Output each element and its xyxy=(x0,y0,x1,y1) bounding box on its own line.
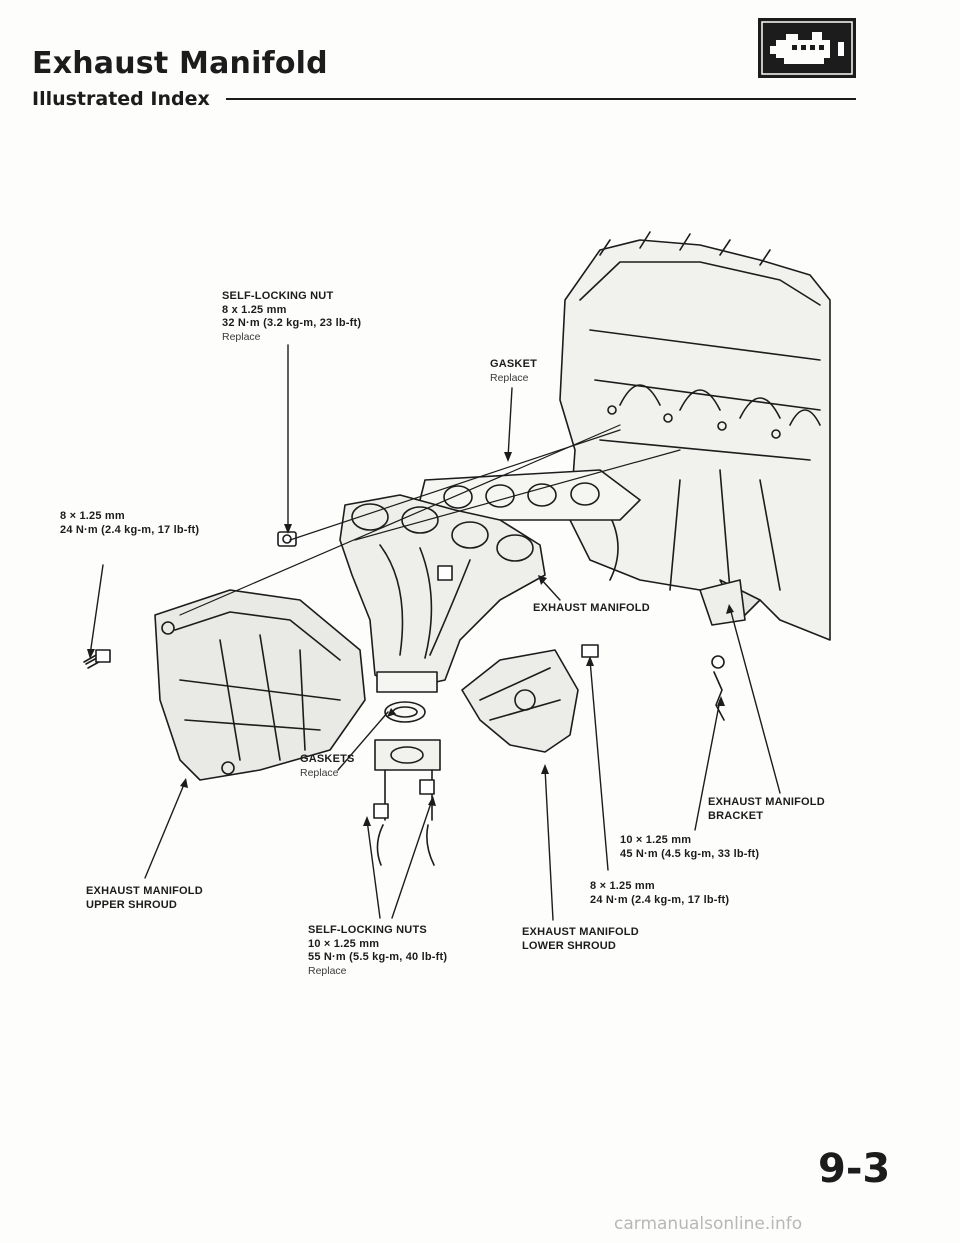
callout-line: Replace xyxy=(308,964,347,977)
page-title: Exhaust Manifold xyxy=(32,46,328,81)
centerline-guides xyxy=(179,424,681,616)
engine-icon xyxy=(758,18,856,78)
callout-line: 10 × 1.25 mm xyxy=(308,937,380,950)
lower-shroud xyxy=(461,649,579,753)
arrowheads xyxy=(87,452,734,826)
callout-line: BRACKET xyxy=(708,809,764,822)
callout-line: SELF-LOCKING NUT xyxy=(222,290,334,302)
callout-line: UPPER SHROUD xyxy=(86,898,178,911)
callout-line: 45 N·m (4.5 kg-m, 33 lb-ft) xyxy=(620,847,760,860)
exhaust-manifold-callout: EXHAUST MANIFOLD xyxy=(533,602,650,616)
lower-shroud-callout: EXHAUST MANIFOLD LOWER SHROUD xyxy=(522,926,639,953)
self-locking-nut-callout: SELF-LOCKING NUT 8 x 1.25 mm 32 N·m (3.2… xyxy=(222,290,361,344)
exhaust-flange-gaskets xyxy=(374,701,441,866)
callout-line: Replace xyxy=(222,330,261,343)
bolt-8mm-right-callout: 8 × 1.25 mm 24 N·m (2.4 kg-m, 17 lb-ft) xyxy=(590,880,729,907)
callout-line: 32 N·m (3.2 kg-m, 23 lb-ft) xyxy=(222,317,362,329)
page-subtitle: Illustrated Index xyxy=(32,88,210,110)
callout-line: LOWER SHROUD xyxy=(522,939,617,952)
watermark: carmanualsonline.info xyxy=(614,1214,803,1234)
gaskets-callout: GASKETS Replace xyxy=(300,753,355,780)
gasket-callout: GASKET Replace xyxy=(490,358,537,385)
callout-line: 8 x 1.25 mm xyxy=(222,303,287,316)
bolt-10mm-right-callout: 10 × 1.25 mm 45 N·m (4.5 kg-m, 33 lb-ft) xyxy=(620,834,759,861)
header-rule xyxy=(226,98,856,100)
bolt-8mm-left-callout: 8 × 1.25 mm 24 N·m (2.4 kg-m, 17 lb-ft) xyxy=(60,510,199,537)
fasteners xyxy=(83,531,599,819)
bracket-callout: EXHAUST MANIFOLD BRACKET xyxy=(708,796,825,823)
callout-line: 24 N·m (2.4 kg-m, 17 lb-ft) xyxy=(590,893,730,906)
page-number: 9-3 xyxy=(818,1146,891,1192)
callout-line: GASKETS xyxy=(300,753,355,765)
leader-lines xyxy=(89,344,781,921)
callout-line: 55 N·m (5.5 kg-m, 40 lb-ft) xyxy=(308,951,448,963)
upper-shroud xyxy=(154,589,366,781)
callout-line: 24 N·m (2.4 kg-m, 17 lb-ft) xyxy=(60,523,200,536)
callout-line: 8 × 1.25 mm xyxy=(60,510,125,522)
exhaust-bracket xyxy=(699,579,746,721)
self-locking-nuts-callout: SELF-LOCKING NUTS 10 × 1.25 mm 55 N·m (5… xyxy=(308,924,447,978)
callout-line: Replace xyxy=(490,371,529,384)
callout-line: EXHAUST MANIFOLD xyxy=(86,885,203,897)
callout-line: 8 × 1.25 mm xyxy=(590,880,655,892)
callout-line: EXHAUST MANIFOLD xyxy=(533,602,650,614)
callout-line: EXHAUST MANIFOLD xyxy=(708,796,825,808)
upper-shroud-callout: EXHAUST MANIFOLD UPPER SHROUD xyxy=(86,885,203,912)
callout-line: SELF-LOCKING NUTS xyxy=(308,924,427,936)
exhaust-manifold-body xyxy=(339,494,546,693)
callout-line: Replace xyxy=(300,766,339,779)
callout-line: GASKET xyxy=(490,358,538,370)
callout-line: EXHAUST MANIFOLD xyxy=(522,926,639,938)
callout-line: 10 × 1.25 mm xyxy=(620,834,692,846)
